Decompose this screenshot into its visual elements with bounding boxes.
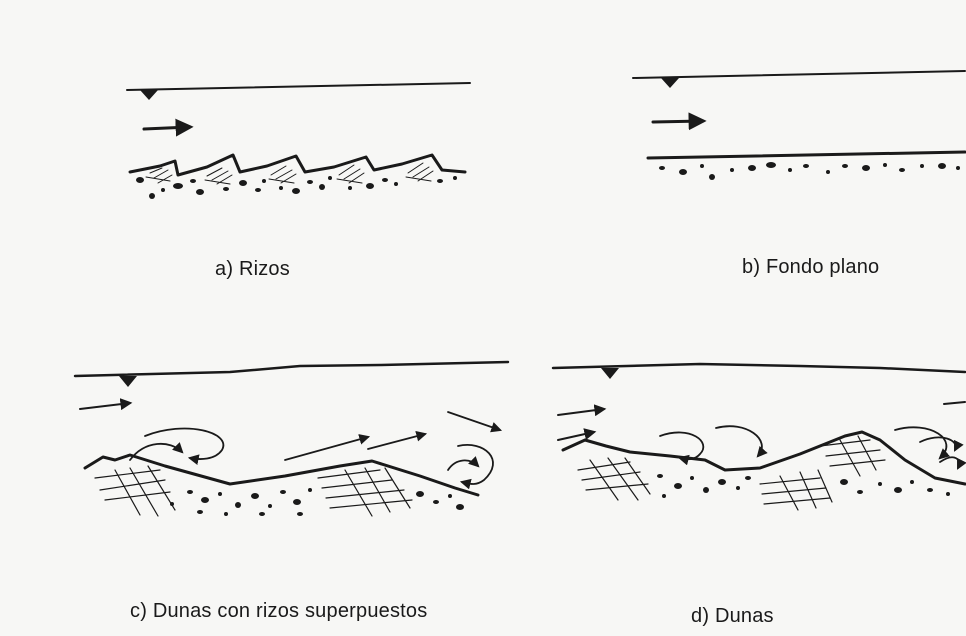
flow-arrows [558,402,965,440]
water-surface-line [633,71,965,78]
sediment-grains [170,488,464,516]
caption-dunes: d) Dunas [691,605,774,628]
water-level-marker [140,90,158,100]
caption-ripples: a) Rizos [215,258,290,281]
sediment-grains [659,162,960,180]
eddy-arrows [130,429,493,484]
eddy-arrows [660,426,959,468]
flow-arrow [653,121,703,122]
water-level-marker [601,368,619,379]
rippled-bed-line [130,155,465,175]
sediment-grains [657,474,950,498]
panel-d-dunes [553,364,965,510]
flow-arrow [80,403,130,409]
dune-crossbedding [95,466,412,516]
caption-dunes-with-ripples: c) Dunas con rizos superpuestos [130,600,427,623]
water-surface-line [75,362,508,376]
panel-c-dunes-with-ripples [75,362,508,516]
dune-bed-line [85,455,478,495]
dune-crossbedding [578,436,885,510]
water-level-marker [119,376,137,387]
water-surface-line [127,83,470,90]
panel-a-ripples [127,83,470,199]
dune-bed-line [563,432,965,484]
water-level-marker [661,78,679,88]
sediment-grains [136,176,457,199]
flat-bed-line [648,152,965,158]
flow-arrow [144,127,190,129]
flow-arrows-over-dune [285,412,500,460]
caption-flat-bed: b) Fondo plano [742,256,879,279]
panel-b-flat-bed [633,71,965,180]
